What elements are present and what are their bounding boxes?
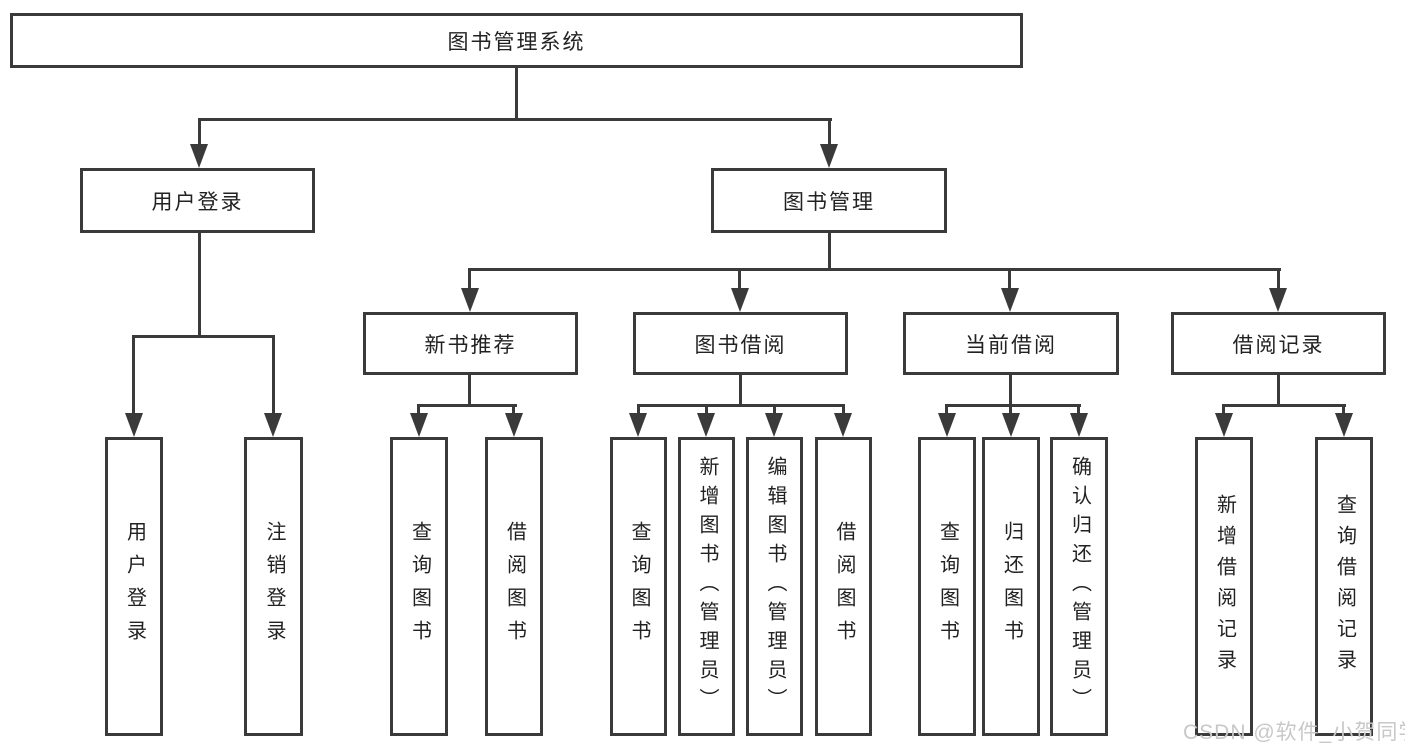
connector-line — [512, 404, 515, 416]
node-label: 图书管理系统 — [447, 30, 586, 54]
node-label: 借阅图书 — [833, 520, 855, 653]
connector-line — [198, 118, 201, 146]
connector-line — [515, 68, 518, 118]
node-label: 查询借阅记录 — [1333, 493, 1356, 680]
connector-line — [198, 233, 201, 338]
leaf-edit-book-admin: 编辑图书（管理员） — [746, 437, 803, 736]
arrow-down-icon — [1070, 413, 1088, 437]
arrow-down-icon — [1269, 288, 1287, 312]
arrow-down-icon — [190, 144, 208, 168]
arrow-down-icon — [1215, 413, 1233, 437]
leaf-return-books: 归还图书 — [982, 437, 1040, 736]
connector-line — [468, 268, 471, 292]
node-label: 当前借阅 — [965, 333, 1057, 357]
node-user-login: 用户登录 — [80, 168, 315, 233]
connector-line — [1077, 404, 1080, 416]
node-label: 查询图书 — [408, 520, 431, 653]
arrow-down-icon — [765, 413, 783, 437]
node-book-borrowing: 图书借阅 — [633, 312, 848, 375]
arrow-down-icon — [264, 413, 282, 437]
leaf-query-books-recommend: 查询图书 — [390, 437, 448, 736]
node-label: 确认归还（管理员） — [1068, 456, 1091, 717]
leaf-borrow-books-borrowing: 借阅图书 — [815, 437, 872, 736]
node-label: 归还图书 — [1000, 520, 1023, 653]
node-label: 注销登录 — [263, 520, 285, 653]
node-book-management: 图书管理 — [711, 168, 947, 233]
connector-line — [417, 404, 420, 416]
connector-line — [418, 404, 517, 407]
arrow-down-icon — [505, 413, 523, 437]
node-label: 用户登录 — [123, 520, 146, 653]
leaf-user-login: 用户登录 — [105, 437, 163, 736]
arrow-down-icon — [461, 288, 479, 312]
connector-line — [1009, 404, 1012, 416]
node-label: 查询图书 — [628, 520, 650, 653]
connector-line — [272, 335, 275, 415]
connector-line — [469, 268, 1281, 271]
connector-line — [1224, 404, 1346, 407]
arrow-down-icon — [938, 413, 956, 437]
leaf-add-borrow-record: 新增借阅记录 — [1195, 437, 1253, 736]
node-label: 新增借阅记录 — [1213, 493, 1236, 680]
arrow-down-icon — [834, 413, 852, 437]
connector-line — [637, 404, 844, 407]
node-label: 查询图书 — [936, 520, 959, 653]
connector-line — [1009, 375, 1012, 407]
arrow-down-icon — [629, 413, 647, 437]
node-label: 用户登录 — [151, 190, 244, 214]
node-label: 新增图书（管理员） — [696, 456, 718, 717]
arrow-down-icon — [697, 413, 715, 437]
node-label: 新书推荐 — [424, 333, 517, 357]
leaf-query-borrow-record: 查询借阅记录 — [1315, 437, 1373, 736]
connector-line — [842, 404, 845, 416]
connector-line — [705, 404, 708, 416]
connector-line — [1342, 404, 1345, 416]
leaf-borrow-books-recommend: 借阅图书 — [485, 437, 543, 736]
connector-line — [1277, 268, 1280, 292]
node-label: 编辑图书（管理员） — [764, 456, 786, 717]
connector-line — [132, 335, 135, 415]
connector-line — [738, 268, 741, 292]
arrow-down-icon — [1002, 413, 1020, 437]
arrow-down-icon — [731, 288, 749, 312]
connector-line — [1008, 268, 1011, 292]
watermark: CSDN @软件_小贺同学 — [1183, 721, 1405, 744]
connector-line — [198, 118, 832, 121]
leaf-add-book-admin: 新增图书（管理员） — [678, 437, 735, 736]
connector-line — [945, 404, 948, 416]
leaf-query-books-current: 查询图书 — [918, 437, 976, 736]
arrow-down-icon — [125, 413, 143, 437]
node-current-borrowing: 当前借阅 — [903, 312, 1119, 375]
leaf-logout: 注销登录 — [244, 437, 303, 736]
node-root-system: 图书管理系统 — [10, 13, 1023, 68]
node-label: 图书管理 — [783, 190, 875, 214]
connector-line — [637, 404, 640, 416]
connector-line — [468, 375, 471, 407]
connector-line — [1222, 404, 1225, 416]
connector-line — [828, 233, 831, 271]
connector-line — [828, 118, 831, 146]
arrow-down-icon — [1001, 288, 1019, 312]
node-label: 图书借阅 — [694, 333, 787, 357]
arrow-down-icon — [820, 144, 838, 168]
connector-line — [947, 404, 1081, 407]
connector-line — [773, 404, 776, 416]
connector-line — [739, 375, 742, 407]
node-label: 借阅图书 — [503, 520, 526, 653]
connector-line — [1277, 375, 1280, 407]
node-label: 借阅记录 — [1232, 333, 1325, 357]
arrow-down-icon — [1335, 413, 1353, 437]
leaf-confirm-return-admin: 确认归还（管理员） — [1050, 437, 1108, 736]
leaf-query-books-borrowing: 查询图书 — [610, 437, 667, 736]
node-borrowing-records: 借阅记录 — [1171, 312, 1386, 375]
connector-line — [132, 335, 275, 338]
arrow-down-icon — [410, 413, 428, 437]
node-new-book-recommend: 新书推荐 — [363, 312, 578, 375]
